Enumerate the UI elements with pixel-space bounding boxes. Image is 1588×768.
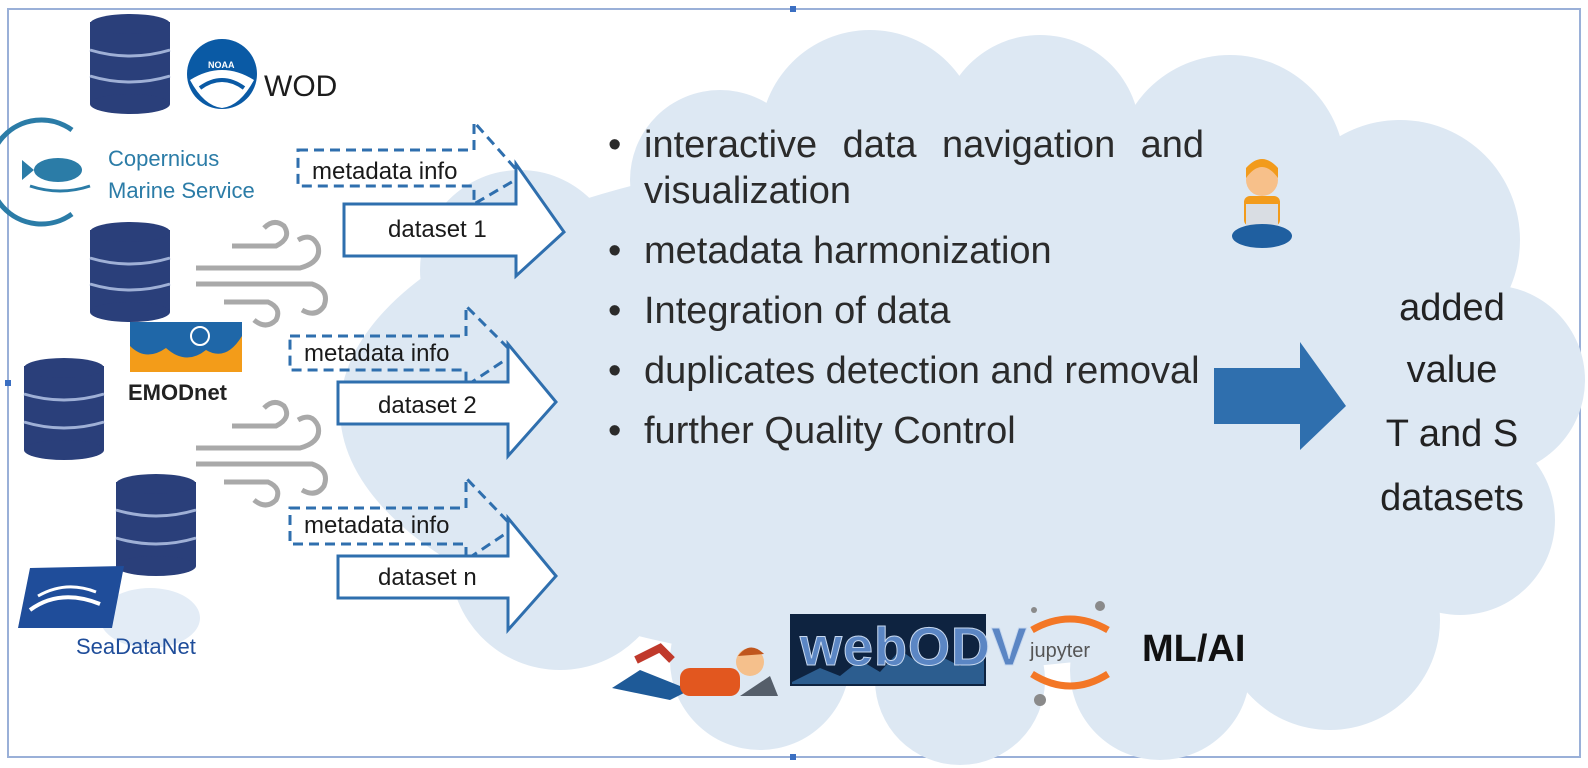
wind-swirl-icon	[196, 220, 328, 328]
output-arrow	[1214, 342, 1346, 450]
noaa-logo-icon	[187, 39, 257, 109]
output-line-4: datasets	[1380, 477, 1524, 519]
feature-item: duplicates detection and removal	[604, 348, 1204, 394]
output-label: added value T and S datasets	[1370, 282, 1534, 524]
copernicus-logo-icon	[0, 117, 91, 227]
noaa-label: NOAA	[208, 60, 235, 70]
feature-item: interactive data navigation and visualiz…	[604, 122, 1204, 214]
jupyter-logo-icon	[1030, 601, 1110, 706]
metadata-label-2: metadata info	[304, 340, 450, 367]
mlai-label: ML/AI	[1142, 628, 1246, 670]
metadata-arrow-n	[288, 474, 517, 563]
dataset-label-1: dataset 1	[388, 216, 487, 243]
person-lying-with-laptop-icon	[612, 643, 778, 700]
webodv-logo-icon	[790, 614, 986, 686]
output-line-3: T and S	[1385, 413, 1519, 455]
database-icon	[115, 474, 197, 576]
feature-item: further Quality Control	[604, 408, 1204, 454]
dataset-label-n: dataset n	[378, 564, 477, 591]
output-line-2: value	[1406, 349, 1498, 391]
copernicus-label-line1: Copernicus	[108, 146, 220, 171]
database-icon	[89, 222, 171, 322]
seadatanet-label: SeaDataNet	[76, 634, 196, 659]
frame-top-handle	[790, 6, 796, 12]
metadata-label-1: metadata info	[312, 158, 458, 185]
metadata-arrow-1	[296, 118, 525, 207]
dataset-arrow-n	[336, 513, 558, 634]
feature-list: interactive data navigation and visualiz…	[604, 122, 1204, 468]
dataset-arrow-2	[336, 339, 558, 460]
emodnet-logo-icon	[130, 322, 242, 372]
frame-bottom-handle	[790, 754, 796, 760]
metadata-label-n: metadata info	[304, 512, 450, 539]
database-icon	[23, 358, 105, 460]
seadatanet-logo-icon	[18, 566, 200, 648]
emodnet-label: EMODnet	[128, 380, 227, 405]
feature-item: Integration of data	[604, 288, 1204, 334]
person-with-laptop-icon	[1232, 159, 1292, 248]
copernicus-label-line2: Marine Service	[108, 178, 255, 203]
feature-item: metadata harmonization	[604, 228, 1204, 274]
frame-left-handle	[5, 380, 11, 386]
metadata-arrow-2	[288, 302, 517, 389]
dataset-arrow-1	[342, 159, 566, 280]
webodv-label: webODV	[799, 617, 1029, 678]
wod-label: WOD	[264, 70, 338, 103]
wind-swirl-icon	[196, 400, 328, 508]
database-icon	[89, 14, 171, 114]
dataset-label-2: dataset 2	[378, 392, 477, 419]
jupyter-label: jupyter	[1030, 640, 1091, 662]
output-line-1: added	[1399, 287, 1505, 329]
